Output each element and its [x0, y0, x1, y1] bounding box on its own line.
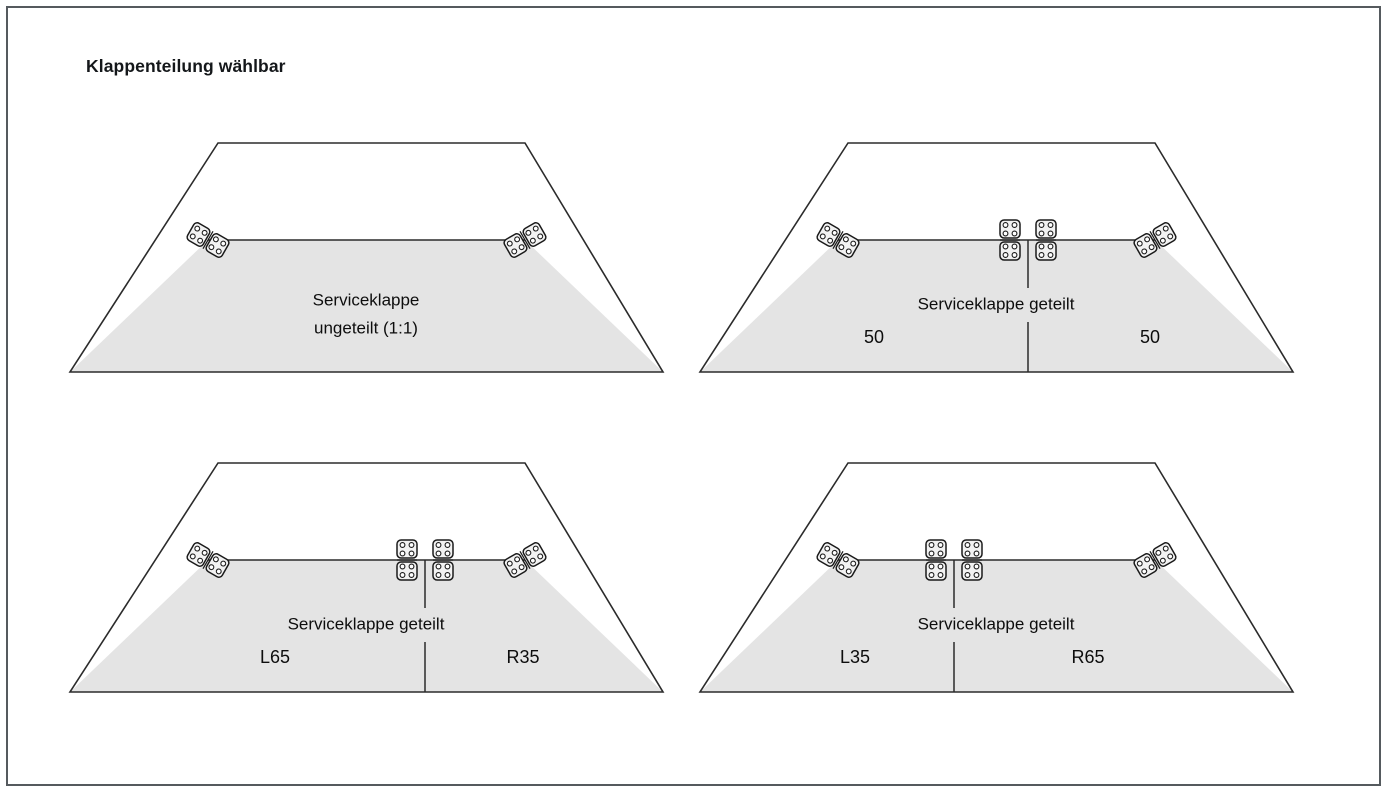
hinge-icon — [186, 222, 230, 258]
hinge-icon — [396, 539, 418, 581]
panel-caption-line1: Serviceklappe geteilt — [918, 294, 1075, 313]
panel-serviceklappe-geteilt-50-50: Serviceklappe geteilt 50 50 — [690, 130, 1330, 390]
hinge-icon — [503, 222, 547, 258]
hinge-icon — [999, 219, 1021, 261]
hinge-icon — [186, 542, 230, 578]
flap-left-value: 50 — [864, 327, 884, 347]
panel-caption-line1: Serviceklappe geteilt — [288, 614, 445, 633]
panel-serviceklappe-geteilt-l35-r65: Serviceklappe geteilt L35 R65 — [690, 450, 1330, 710]
hinge-icon — [816, 542, 860, 578]
panel-serviceklappe-geteilt-l65-r35: Serviceklappe geteilt L65 R35 — [60, 450, 700, 710]
flap-right-value: R35 — [506, 647, 539, 667]
hinge-icon — [961, 539, 983, 581]
flap-right-value: R65 — [1071, 647, 1104, 667]
hinge-icon — [1133, 222, 1177, 258]
hinge-icon — [925, 539, 947, 581]
panel-caption-line2: ungeteilt (1:1) — [314, 318, 418, 337]
hinge-icon — [503, 542, 547, 578]
hinge-icon — [816, 222, 860, 258]
panel-caption-line1: Serviceklappe geteilt — [918, 614, 1075, 633]
flap-right-value: 50 — [1140, 327, 1160, 347]
hinge-icon — [432, 539, 454, 581]
flap-left-value: L65 — [260, 647, 290, 667]
panel-serviceklappe-ungeteilt: Serviceklappe ungeteilt (1:1) — [60, 130, 700, 390]
hinge-icon — [1133, 542, 1177, 578]
hinge-icon — [1035, 219, 1057, 261]
panel-caption-line1: Serviceklappe — [313, 290, 420, 309]
page-title: Klappenteilung wählbar — [86, 56, 286, 76]
flap-left-value: L35 — [840, 647, 870, 667]
